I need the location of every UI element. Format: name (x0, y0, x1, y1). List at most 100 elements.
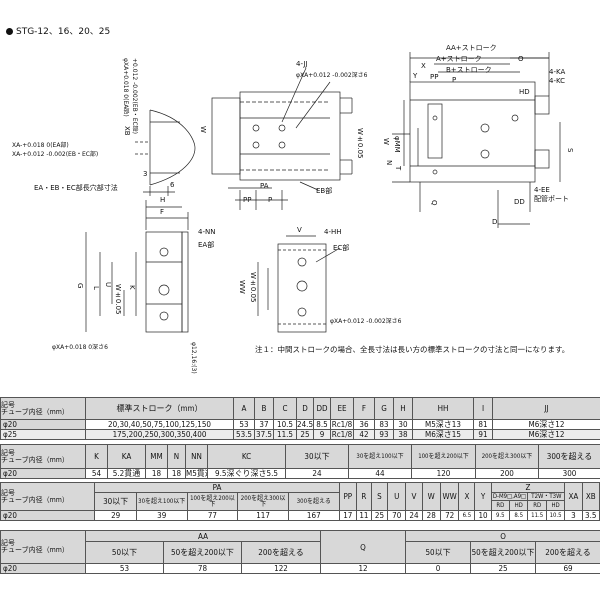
table2-header: KA (107, 444, 146, 469)
table2-header: N (167, 444, 186, 469)
table3-header: PP (338, 482, 357, 511)
table1-header: I (473, 397, 493, 420)
vert-dim-label: φ12,16:(3) (190, 342, 197, 374)
xa-ea-label: φXA+0.018 0(EA部) (122, 58, 129, 117)
table3-corner: 記号チューブ内径（mm） (0, 482, 96, 511)
table3-header: RD (490, 500, 511, 511)
technical-drawing (85, 52, 561, 333)
nn-label: 4-NN (198, 228, 216, 236)
table2-header: K (85, 444, 108, 469)
table3-header: 100を超え200以下 (186, 492, 239, 511)
table-row: φ20 29 39 77 117 167 17 11 25 70 24 28 7… (0, 510, 600, 521)
table1-header: G (374, 397, 394, 420)
xa-ec-label: φXA+0.012 -0.002深さ6 (330, 318, 402, 325)
hd-label: HD (519, 88, 530, 96)
table3-header: X (458, 482, 476, 511)
table1-header: 標準ストローク（mm） (85, 397, 234, 420)
dd-label: DD (514, 198, 525, 206)
f-label: F (160, 208, 165, 216)
table2-header: 200を超え300以下 (475, 444, 539, 469)
table1-header: H (393, 397, 413, 420)
l-label: L (92, 286, 100, 290)
hh-label: 4-HH (324, 228, 342, 236)
table2-header: 30を超え100以下 (348, 444, 412, 469)
ec-label: EC部 (333, 244, 350, 252)
page-title: STG-12、16、20、25 (6, 24, 110, 37)
table-row: φ20 54 5.2貫通 18 18 M5貫通 9.5深ぐり深さ5.5 24 4… (0, 468, 600, 479)
top-view-drawing (211, 67, 353, 210)
v-label: V (297, 226, 302, 234)
x-label: X (421, 62, 426, 70)
table4-header: 200を超える (240, 541, 322, 564)
table2-header: NN (185, 444, 208, 469)
table3-header: WW (439, 482, 460, 511)
w-ea-label: W±0.05 (114, 284, 122, 315)
table3-header: U (386, 482, 407, 511)
side-view-drawing (392, 52, 561, 228)
p-side-label: P (452, 76, 457, 84)
port-label: 配管ポート (534, 195, 569, 203)
slot-detail-drawing (135, 109, 196, 196)
pp-side-label: PP (430, 73, 439, 81)
w-pm-label: W±0.05 (356, 128, 364, 159)
xa-left-ea-label: XA-+0.018 0(EA部) (12, 142, 69, 149)
t-label: T (394, 166, 402, 171)
kc-label: 4-KC (549, 77, 566, 85)
mm-label: φMM (393, 136, 401, 153)
end-view-ea-drawing (85, 200, 189, 333)
table4-header: 50を超え200以下 (163, 541, 242, 564)
table-row: φ20 20,30,40,50,75,100,125,150 53 37 10.… (0, 419, 600, 430)
table3-header: 300を超える (287, 492, 340, 511)
table1-header: EE (330, 397, 354, 420)
pp-label: PP (243, 196, 252, 204)
table1-header: JJ (492, 397, 600, 420)
y-label: Y (413, 72, 418, 80)
d-label: D (492, 218, 498, 226)
table3-header: PA (94, 482, 340, 493)
n-label: N (385, 160, 393, 166)
w-ec-label: W±0.05 (249, 272, 257, 303)
o-label: O (518, 55, 524, 63)
ea-label: EA部 (198, 241, 215, 249)
table4-header: AA (84, 530, 322, 542)
spec-table-2: 記号チューブ内径（mm） K KA MM N NN KC 30以下 30を超え1… (0, 444, 600, 479)
p-label: P (268, 196, 273, 204)
end-view-ec-drawing (257, 235, 341, 333)
s-label: S (566, 148, 574, 153)
table3-header: V (405, 482, 423, 511)
spec-table-3: 記号チューブ内径（mm） PA PP R S U V W WW X Y Z XA… (0, 482, 600, 521)
g-label: G (76, 283, 84, 289)
table3-header: 200を超え300以下 (237, 492, 289, 511)
jj-label: 4-JJ (296, 60, 308, 68)
table4-header: 200を超える (535, 541, 600, 564)
a-stroke-label: A+ストローク (436, 55, 482, 63)
ee-label: 4-EE (534, 186, 550, 194)
table1-header: A (233, 397, 255, 420)
table4-header: Q (320, 530, 407, 564)
table3-header: HD (545, 500, 566, 511)
w-side-label: W (382, 138, 390, 145)
table-row: φ20 53 78 122 12 0 25 69 (0, 563, 600, 574)
table3-header: T2W・T3W (527, 492, 566, 501)
xb-label: XB (123, 126, 131, 136)
table1-header: B (254, 397, 274, 420)
table2-header: 30以下 (285, 444, 349, 469)
table2-corner: 記号チューブ内径（mm） (0, 444, 86, 469)
xa-depth-label: φXA+0.012 -0.002深さ6 (296, 72, 368, 79)
pa-label: PA (260, 182, 269, 190)
table3-header: W (421, 482, 441, 511)
table3-header: S (370, 482, 389, 511)
xa-ebec-label: +0.012 -0.002(EB・EC部) (131, 58, 138, 135)
table2-header: 100を超え200以下 (411, 444, 476, 469)
table2-header: 300を超える (538, 444, 600, 469)
table4-header: 50以下 (405, 541, 472, 564)
table3-header: XA (564, 482, 583, 511)
q-label: Q (430, 200, 438, 206)
spec-table-4: 記号チューブ内径（mm） AA Q O 50以下 50を超え200以下 200を… (0, 530, 600, 574)
table3-header: R (355, 482, 372, 511)
detail-caption: EA・EB・EC部長穴部寸法 (34, 184, 118, 192)
spec-table-1: 記号チューブ内径（mm） 標準ストローク（mm） A B C D DD EE F… (0, 397, 600, 440)
table1-corner: 記号チューブ内径（mm） (0, 397, 86, 420)
table4-corner: 記号チューブ内径（mm） (0, 530, 86, 564)
table3-header: D-M9□,A9□ (490, 492, 529, 501)
